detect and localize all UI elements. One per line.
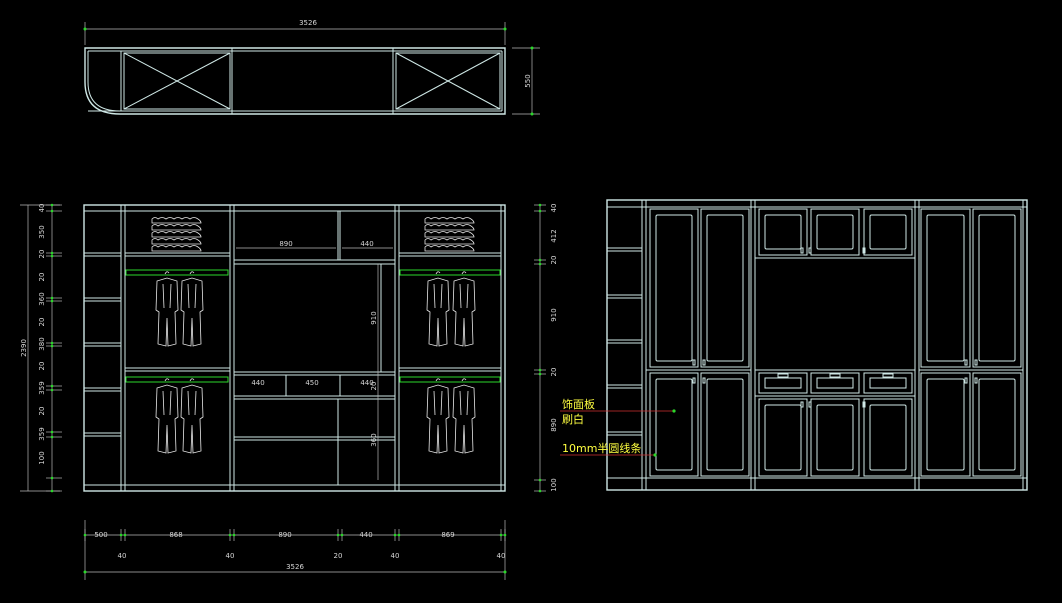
front-height-label: 2390	[20, 339, 28, 357]
right-stack-dim-5: 890	[550, 418, 558, 431]
annotation-panel-line2: 刷白	[562, 412, 584, 426]
plan-width-label: 3526	[299, 19, 317, 27]
bottom-segment-3: 440	[359, 531, 372, 539]
top-row-dim-1: 440	[360, 240, 373, 248]
bottom-gap-4: 40	[497, 552, 506, 560]
inner-height-1: 20	[370, 382, 378, 391]
left-stack-dim-10: 359	[38, 427, 46, 440]
bottom-segment-0: 500	[94, 531, 107, 539]
bottom-gap-3: 40	[391, 552, 400, 560]
annotation-panel-line1: 饰面板	[562, 397, 595, 411]
left-stack-dim-11: 100	[38, 451, 46, 464]
front-elevation: 2390 40 350 20 20 360 20 380 20 359 20 359 100	[20, 204, 558, 493]
annotation-molding: 10mm半圆线条	[562, 441, 641, 455]
plan-view: 3526 550	[83, 19, 540, 116]
bottom-gap-1: 40	[226, 552, 235, 560]
inner-height-0: 910	[370, 311, 378, 324]
left-stack-dim-0: 40	[38, 204, 46, 213]
right-stack-dim-3: 910	[550, 308, 558, 321]
left-stack-dim-9: 20	[38, 407, 46, 416]
left-stack-dim-2: 20	[38, 250, 46, 259]
plan-depth-label: 550	[524, 74, 532, 87]
left-stack-dim-7: 20	[38, 362, 46, 371]
mid-row-dim-1: 450	[305, 379, 318, 387]
inner-height-2: 360	[370, 433, 378, 446]
left-stack-dim-8: 359	[38, 381, 46, 394]
right-stack-dim-2: 20	[550, 256, 558, 265]
left-stack-dim-6: 380	[38, 337, 46, 350]
right-stack-dim-0: 40	[550, 204, 558, 213]
top-row-dim-0: 890	[279, 240, 292, 248]
left-stack-dim-1: 350	[38, 225, 46, 238]
bottom-gap-2: 20	[334, 552, 343, 560]
bottom-dimensions: 500 868 890 440 869 40 40 20 40 40 3526	[83, 520, 507, 580]
left-stack-dim-4: 360	[38, 292, 46, 305]
left-stack-dim-3: 20	[38, 273, 46, 282]
bottom-segment-2: 890	[278, 531, 291, 539]
mid-row-dim-0: 440	[251, 379, 264, 387]
exterior-elevation: 饰面板 刷白 10mm半圆线条	[560, 199, 1028, 491]
left-stack-dim-5: 20	[38, 318, 46, 327]
right-stack-dim-1: 412	[550, 229, 558, 242]
folded-towels-icon	[151, 217, 475, 252]
bottom-segment-4: 869	[441, 531, 454, 539]
bottom-segment-1: 868	[169, 531, 182, 539]
right-stack-dim-6: 100	[550, 478, 558, 491]
bottom-gap-0: 40	[118, 552, 127, 560]
bottom-total-label: 3526	[286, 563, 304, 571]
right-stack-dim-4: 20	[550, 368, 558, 377]
mid-row-dim-2: 440	[360, 379, 373, 387]
hanging-clothes-icon	[155, 271, 476, 454]
